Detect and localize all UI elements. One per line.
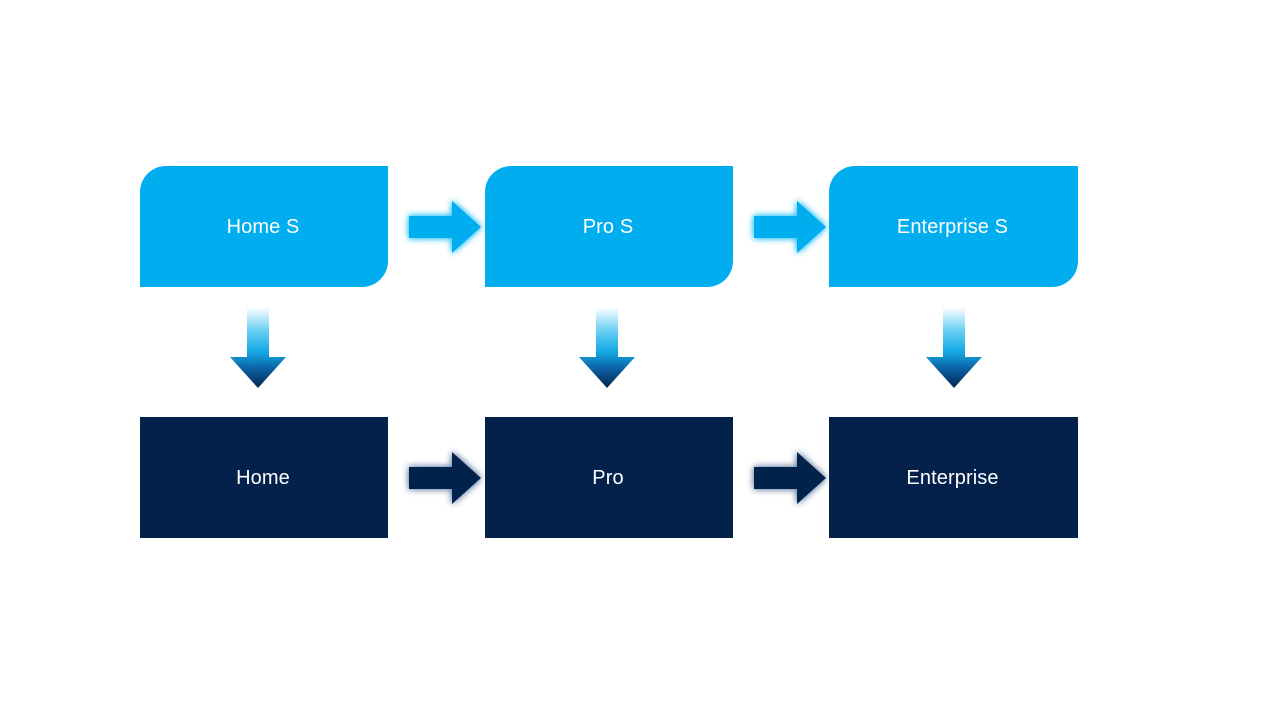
node-pro[interactable]: Pro [485, 417, 733, 538]
node-label: Pro [592, 466, 624, 489]
node-enterprise-s[interactable]: Enterprise S [829, 166, 1078, 287]
arrow-right-icon [408, 198, 482, 256]
node-enterprise[interactable]: Enterprise [829, 417, 1078, 538]
arrow-right-icon [408, 449, 482, 507]
node-label: Home [236, 466, 290, 489]
arrow-down-icon [578, 307, 636, 389]
arrow-down-icon [925, 307, 983, 389]
arrow-right-icon [753, 449, 827, 507]
node-label: Enterprise S [896, 215, 1009, 238]
node-label: Enterprise [906, 466, 999, 489]
node-home-s[interactable]: Home S [140, 166, 388, 287]
arrow-down-icon [229, 307, 287, 389]
node-home[interactable]: Home [140, 417, 388, 538]
arrow-right-icon [753, 198, 827, 256]
node-label: Pro S [582, 215, 634, 238]
node-label: Home S [226, 215, 300, 238]
node-pro-s[interactable]: Pro S [485, 166, 733, 287]
